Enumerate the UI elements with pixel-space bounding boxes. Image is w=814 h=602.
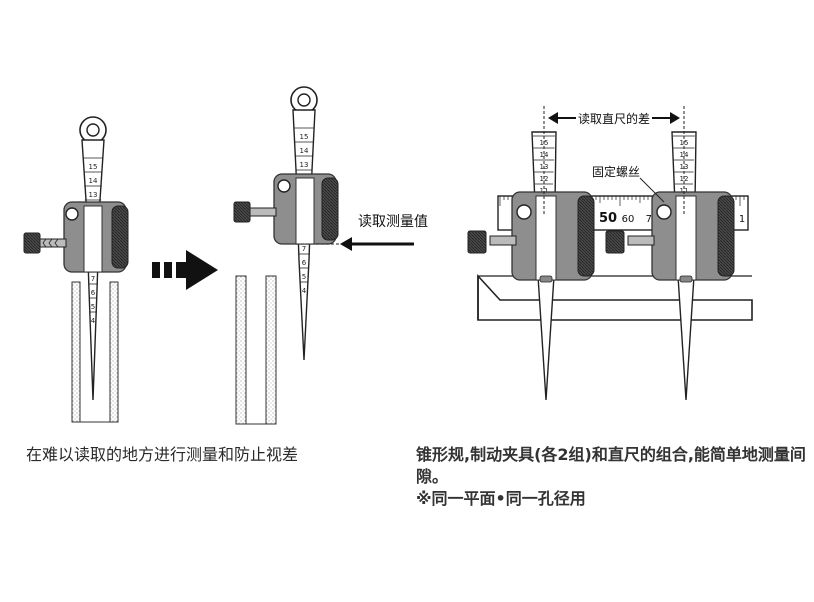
gauge-tick-label: 14 xyxy=(300,147,309,155)
gauge-tick-label: 5 xyxy=(302,273,306,281)
slot-wall-left xyxy=(71,281,81,423)
gauge-tick-label: 7 xyxy=(302,245,306,253)
read-measure-label: 读取测量值 xyxy=(358,213,428,230)
gauge-tick-label: 13 xyxy=(89,191,98,199)
gauge-tick-label: 6 xyxy=(91,289,96,297)
gauge-tick-label: 7 xyxy=(91,275,95,283)
gauge-tick-label: 15 xyxy=(300,133,309,141)
panel-ruler: 4050607080901001 151413121110987654 1514… xyxy=(467,106,753,401)
slot-wall-right xyxy=(109,281,119,423)
caption-right-line1: 锥形规,制动夹具(各2组)和直尺的组合,能简单地测量间隙。 xyxy=(416,445,806,486)
ruler-label: 50 xyxy=(599,211,617,226)
gauge-tick-label: 13 xyxy=(300,161,309,169)
clamp-1 xyxy=(23,201,129,273)
gauge-tick-label: 14 xyxy=(540,151,549,159)
gauge-tick-label: 14 xyxy=(89,177,98,185)
gauge-tick-label: 14 xyxy=(680,151,689,159)
transition-arrow xyxy=(152,250,218,290)
ruler-diff-label: 读取直尺的差 xyxy=(578,111,650,126)
clamp-2 xyxy=(233,173,339,245)
clamp-3 xyxy=(467,191,595,281)
fixing-screw-label: 固定螺丝 xyxy=(592,164,640,179)
clamp-4 xyxy=(605,191,735,281)
ruler-label: 1 xyxy=(739,214,745,225)
gauge-tick-label: 4 xyxy=(302,287,307,295)
gauge-tick-label: 5 xyxy=(91,303,95,311)
panel-reading: 151413121110987654 读取测量值 xyxy=(233,86,428,425)
gauge-tick-label: 4 xyxy=(91,317,96,325)
caption-right-line2: ※同一平面•同一孔径用 xyxy=(416,489,586,508)
caption-left: 在难以读取的地方进行测量和防止视差 xyxy=(26,445,299,464)
ruler-label: 60 xyxy=(622,214,635,225)
caption-right: 锥形规,制动夹具(各2组)和直尺的组合,能简单地测量间隙。 ※同一平面•同一孔径… xyxy=(416,444,806,510)
panel-narrow-slot: 151413121110987654 xyxy=(23,116,129,423)
gauge-tick-label: 15 xyxy=(89,163,98,171)
gauge-tick-label: 6 xyxy=(302,259,307,267)
